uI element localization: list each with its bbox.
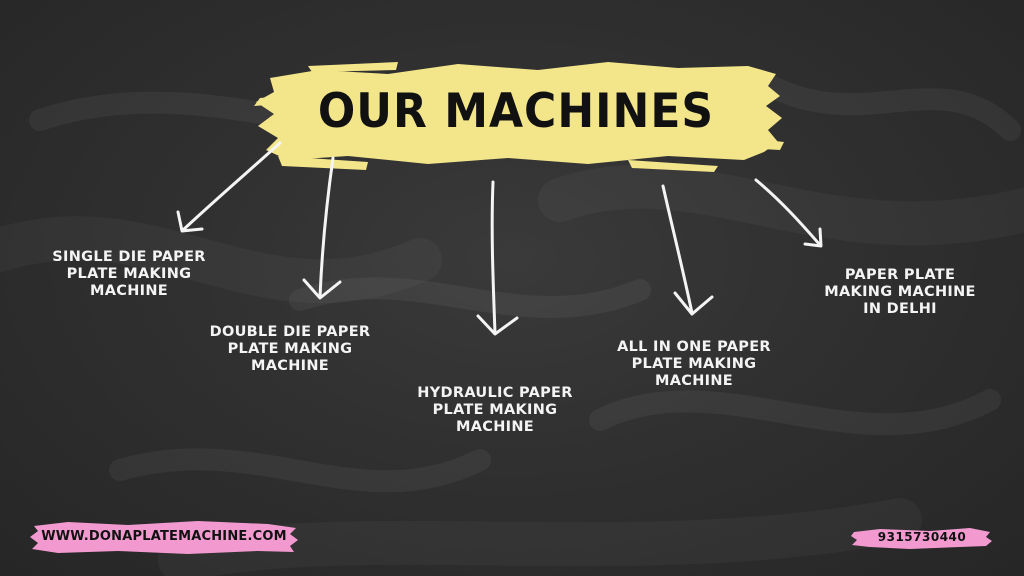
node-hydraulic: HYDRAULIC PAPER PLATE MAKING MACHINE	[404, 385, 586, 436]
node-delhi: PAPER PLATE MAKING MACHINE IN DELHI	[806, 267, 994, 318]
node-double-die-line-3: MACHINE	[251, 358, 329, 374]
node-delhi-line-1: PAPER PLATE	[844, 267, 956, 283]
website-link[interactable]: WWW.DONAPLATEMACHINE.COM	[41, 529, 287, 544]
node-single-die-line-1: SINGLE DIE PAPER	[52, 249, 206, 265]
title-highlight: OUR MACHINES	[248, 52, 784, 176]
arrow-to-hydraulic	[476, 180, 519, 336]
yellow-brush-stroke	[254, 62, 784, 172]
phone-number[interactable]: 9315730440	[877, 530, 967, 544]
node-hydraulic-line-3: MACHINE	[456, 419, 534, 435]
node-single-die-line-2: PLATE MAKING	[66, 266, 192, 282]
node-delhi-line-2: MAKING MACHINE	[824, 284, 976, 300]
arrow-to-delhi	[754, 178, 823, 248]
node-all-in-one-line-2: PLATE MAKING	[631, 356, 757, 372]
arrow-to-single-die	[176, 141, 282, 233]
arrow-to-double-die	[302, 156, 342, 300]
node-all-in-one-line-1: ALL IN ONE PAPER	[617, 339, 771, 355]
node-double-die-line-2: PLATE MAKING	[227, 341, 353, 357]
node-delhi-line-3: IN DELHI	[863, 301, 937, 317]
node-hydraulic-line-2: PLATE MAKING	[432, 402, 558, 418]
node-single-die: SINGLE DIE PAPER PLATE MAKING MACHINE	[40, 249, 218, 300]
arrow-to-all-in-one	[661, 184, 714, 316]
pink-brush-stroke	[30, 521, 298, 554]
pink-brush-stroke	[851, 528, 992, 549]
node-double-die-line-1: DOUBLE DIE PAPER	[209, 324, 371, 340]
node-all-in-one: ALL IN ONE PAPER PLATE MAKING MACHINE	[604, 339, 784, 390]
page-title: OUR MACHINES	[317, 83, 715, 140]
website-tag[interactable]: WWW.DONAPLATEMACHINE.COM	[28, 518, 300, 556]
node-hydraulic-line-1: HYDRAULIC PAPER	[417, 385, 573, 401]
node-single-die-line-3: MACHINE	[90, 283, 168, 299]
node-all-in-one-line-3: MACHINE	[655, 373, 733, 389]
node-double-die: DOUBLE DIE PAPER PLATE MAKING MACHINE	[198, 324, 382, 375]
phone-tag[interactable]: 9315730440	[850, 526, 994, 550]
